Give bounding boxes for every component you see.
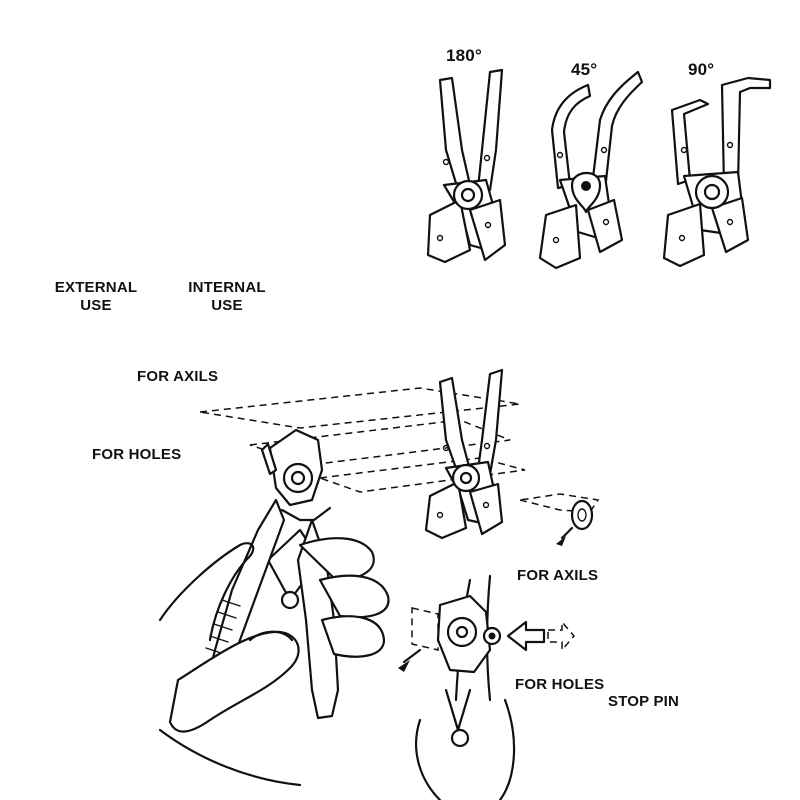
- for-holes-left-label: FOR HOLES: [92, 446, 182, 463]
- external-use-line2: USE: [80, 297, 112, 314]
- for-holes-right-label: FOR HOLES: [515, 676, 605, 693]
- stop-pin-detail-drawing: [398, 574, 575, 800]
- for-axils-right-label: FOR AXILS: [517, 567, 599, 584]
- internal-use-line1: INTERNAL: [188, 279, 266, 296]
- plier-180-drawing: [426, 68, 507, 264]
- shaft-with-circlip: [519, 493, 600, 546]
- plier-90-drawing: [662, 76, 772, 268]
- stop-pin-label: STOP PIN: [608, 693, 680, 710]
- tip-angle-90-label: 90°: [688, 60, 715, 79]
- internal-use-line2: USE: [211, 297, 243, 314]
- external-use-label: EXTERNAL USE: [46, 279, 146, 315]
- plier-45-drawing: [538, 70, 644, 270]
- hand-with-pliers-drawing: [158, 428, 390, 787]
- tip-angle-45-label: 45°: [571, 60, 598, 79]
- internal-use-label: INTERNAL USE: [180, 279, 274, 315]
- tip-angle-180-label: 180°: [446, 46, 482, 65]
- external-use-line1: EXTERNAL: [54, 279, 138, 296]
- for-axils-top-label: FOR AXILS: [137, 368, 219, 385]
- dashed-reference-planes: [199, 387, 526, 493]
- plier-mid-drawing: [424, 368, 504, 540]
